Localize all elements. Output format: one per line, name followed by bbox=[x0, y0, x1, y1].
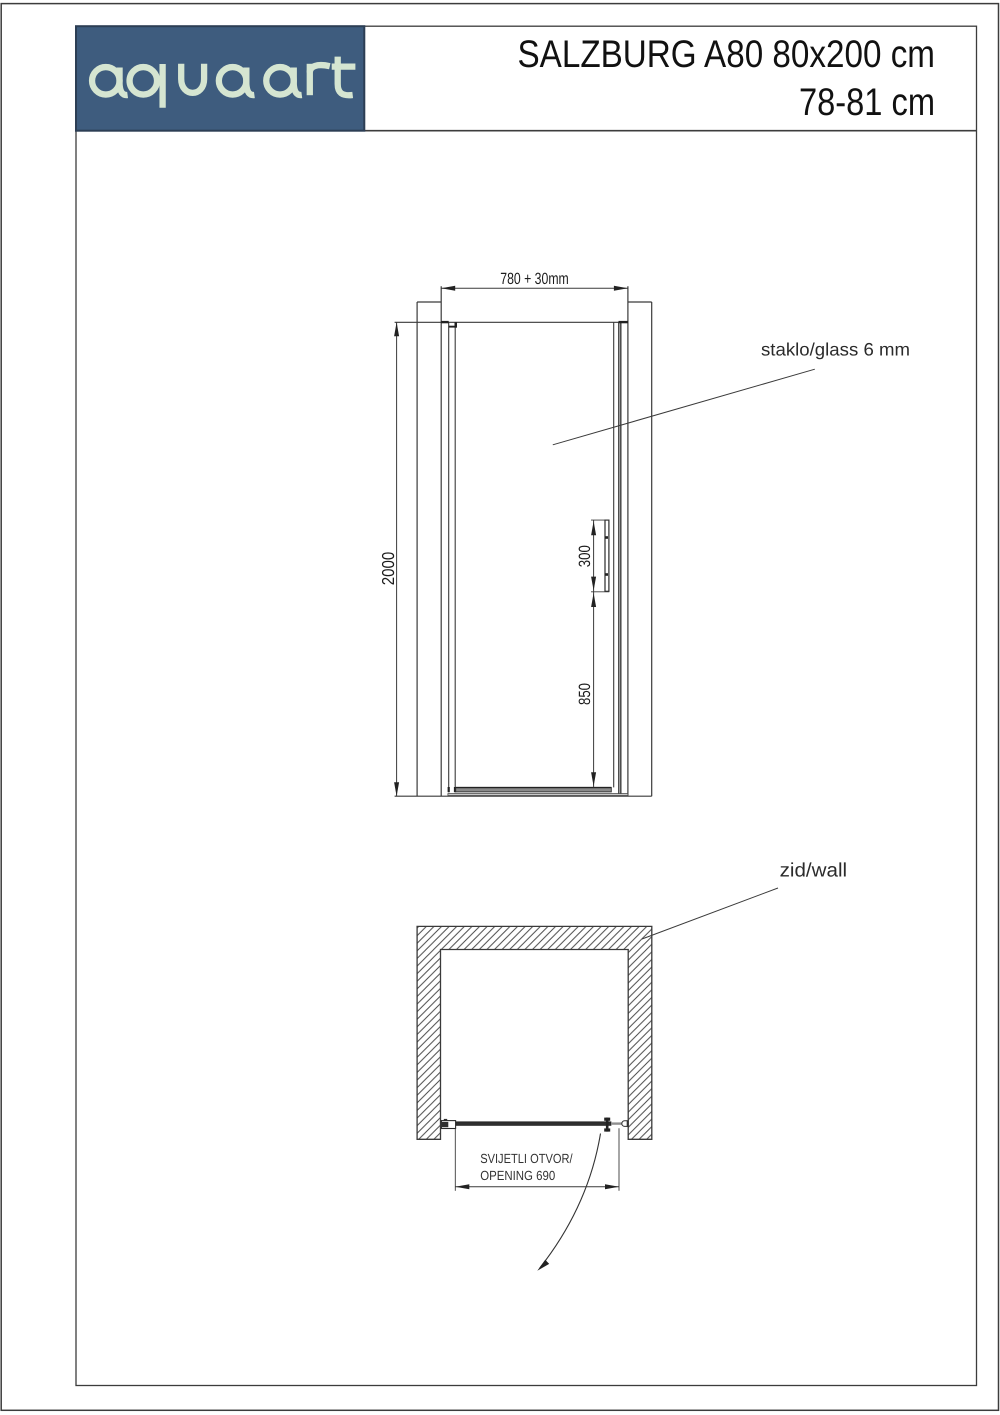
svg-text:780 + 30mm: 780 + 30mm bbox=[500, 270, 569, 288]
svg-text:SVIJETLI OTVOR/: SVIJETLI OTVOR/ bbox=[480, 1151, 573, 1166]
svg-text:2000: 2000 bbox=[378, 552, 398, 586]
svg-text:staklo/glass 6 mm: staklo/glass 6 mm bbox=[761, 340, 910, 360]
svg-text:850: 850 bbox=[576, 683, 594, 705]
svg-text:OPENING 690: OPENING 690 bbox=[480, 1168, 555, 1183]
svg-text:zid/wall: zid/wall bbox=[780, 859, 848, 881]
svg-text:78-81 cm: 78-81 cm bbox=[799, 81, 935, 124]
svg-text:SALZBURG A80 80x200 cm: SALZBURG A80 80x200 cm bbox=[518, 33, 936, 76]
svg-text:300: 300 bbox=[576, 545, 594, 567]
